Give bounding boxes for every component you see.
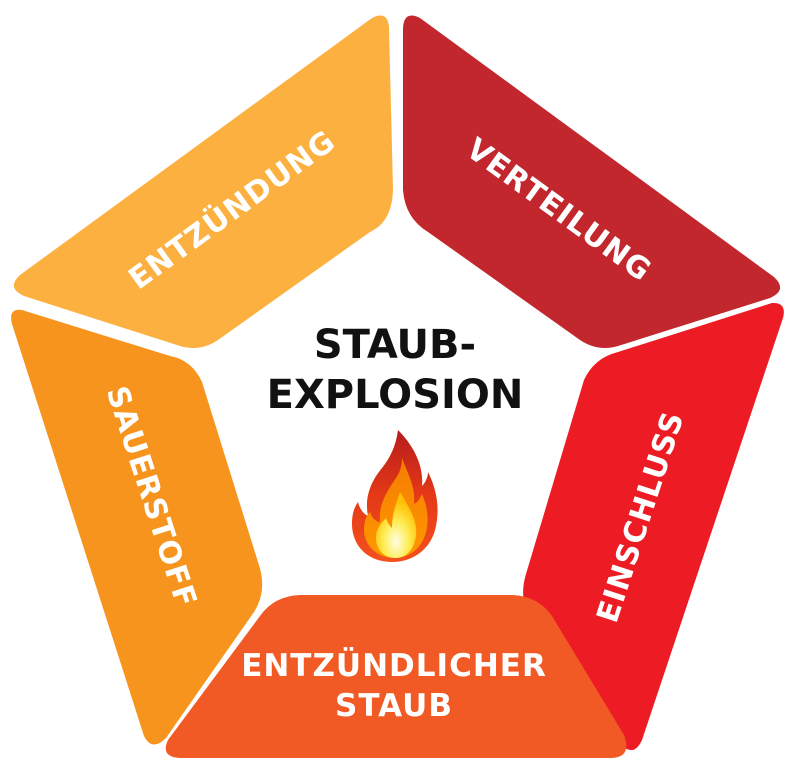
center-title-line1: STAUB- [314,322,476,368]
segment-entzuendung-shape [13,15,393,349]
segment-verteilung-shape [403,15,781,349]
segment-sauerstoff-shape [11,309,263,745]
segment-verteilung: VERTEILUNG [403,15,781,349]
segment-entzuendlicher-staub: ENTZÜNDLICHER STAUB [165,595,627,758]
center-title-line2: EXPLOSION [267,372,524,418]
segment-einschluss: EINSCHLUSS [523,302,784,751]
segment-sauerstoff: SAUERSTOFF [11,309,263,745]
segment-entzuendung: ENTZÜNDUNG [13,15,393,349]
segment-entzuendlicher-staub-label-line1: ENTZÜNDLICHER [241,647,547,684]
center-title: STAUB- EXPLOSION [267,322,524,418]
fire-icon [352,430,438,562]
fire-icon-core [376,492,417,558]
segment-entzuendlicher-staub-label-line2: STAUB [335,688,453,724]
segment-einschluss-shape [523,302,784,751]
segment-entzuendlicher-staub-shape [165,595,627,758]
